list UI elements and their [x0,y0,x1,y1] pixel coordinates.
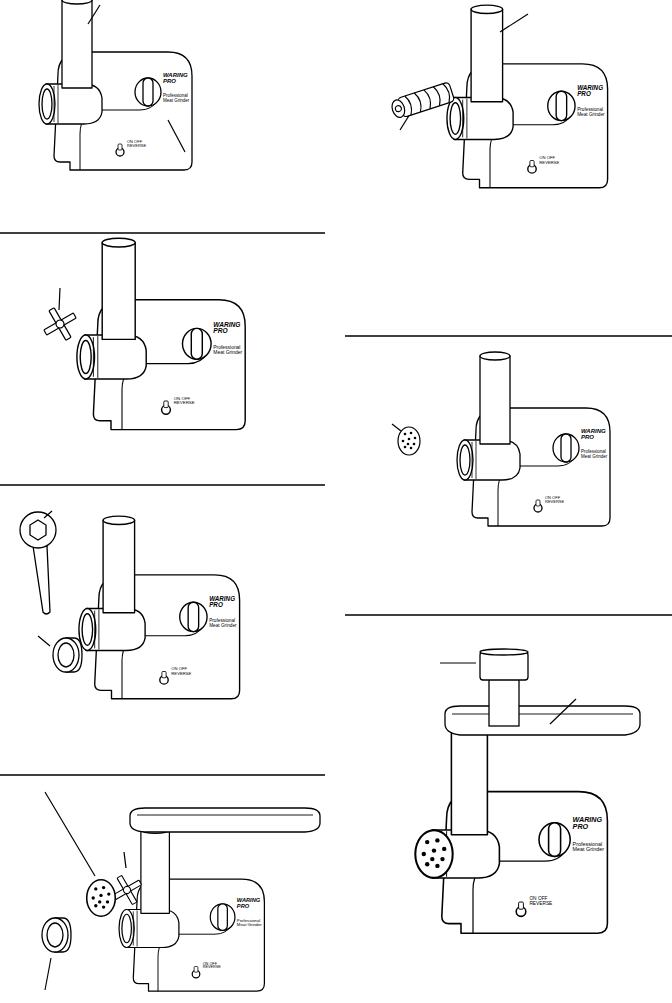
model-name: Professional Meat Grinder [213,346,245,356]
switch-label: ON OFF REVERSE [539,156,562,164]
switch-label: ON OFF REVERSE [171,667,194,675]
brand-logo: WARING PRO [581,428,610,440]
switch-label: ON OFF REVERSE [127,140,149,148]
model-name: Professional Meat Grinder [573,842,608,853]
switch-label: ON OFF REVERSE [529,897,555,907]
brand-logo: WARING PRO [213,322,245,335]
switch-label: ON OFF REVERSE [545,496,567,504]
model-name: Professional Meat Grinder [163,94,192,103]
brand-logo: WARING PRO [573,816,608,830]
switch-label: ON OFF REVERSE [203,963,224,971]
brand-logo: WARING PRO [209,596,239,609]
model-name: Professional Meat Grinder [577,108,607,117]
brand-logo: WARING PRO [237,898,265,909]
model-name: Professional Meat Grinder [581,450,610,459]
brand-logo: WARING PRO [163,72,192,84]
brand-logo: WARING PRO [577,85,607,98]
model-name: Professional Meat Grinder [237,919,265,928]
model-name: Professional Meat Grinder [209,619,239,628]
switch-label: ON OFF REVERSE [174,397,198,406]
